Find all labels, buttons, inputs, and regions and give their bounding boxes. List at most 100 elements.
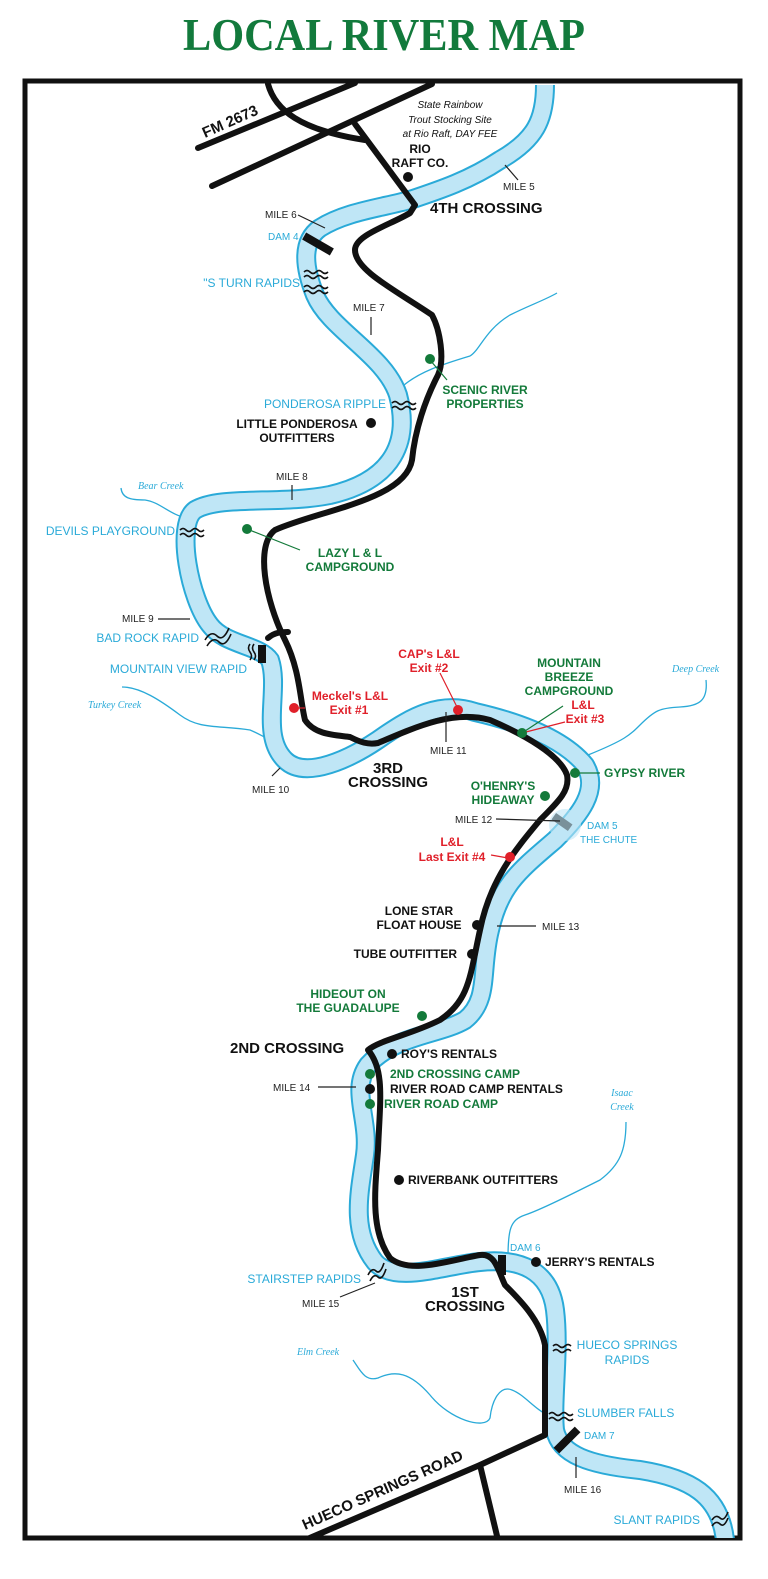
- 2nd-crossing-camp-marker[interactable]: [365, 1069, 375, 1079]
- river-road-camp-marker[interactable]: [365, 1099, 375, 1109]
- business-labels: RIO RAFT CO. SCENIC RIVER PROPERTIES LIT…: [236, 142, 685, 1269]
- mountain-view-rapid-icon: [247, 643, 257, 661]
- tube-outfitter-marker[interactable]: [467, 949, 477, 959]
- river-road-camp-label: RIVER ROAD CAMP: [384, 1097, 498, 1111]
- mile-12: MILE 12: [455, 815, 493, 826]
- scenic-river-label-2: PROPERTIES: [446, 397, 523, 411]
- mountain-breeze-marker[interactable]: [517, 728, 527, 738]
- turkey-creek-label: Turkey Creek: [88, 700, 142, 711]
- mile-8: MILE 8: [276, 472, 308, 483]
- 3rd-crossing-label-2: CROSSING: [348, 774, 428, 791]
- riverbank-outfitters-marker[interactable]: [394, 1175, 404, 1185]
- mountain-breeze-label-3: CAMPGROUND: [525, 684, 614, 698]
- hueco-springs-rapids-label-2: RAPIDS: [605, 1353, 650, 1367]
- map-title: LOCAL RIVER MAP: [182, 9, 586, 60]
- 1st-crossing-label-2: CROSSING: [425, 1298, 505, 1315]
- ponderosa-ripple-label: PONDEROSA RIPPLE: [264, 397, 386, 411]
- road-spur: [265, 629, 291, 641]
- mile-7: MILE 7: [353, 303, 385, 314]
- dam-7-label: DAM 7: [584, 1431, 615, 1442]
- isaac-creek-label-1: Isaac: [610, 1088, 633, 1099]
- mountain-view-rapid-label: MOUNTAIN VIEW RAPID: [110, 662, 247, 676]
- scenic-river-marker[interactable]: [425, 354, 435, 364]
- lazy-ll-label-1: LAZY L & L: [318, 546, 382, 560]
- tube-outfitter-label: TUBE OUTFITTER: [354, 947, 458, 961]
- mile-11: MILE 11: [430, 746, 467, 757]
- ohenry-label-1: O'HENRY'S: [471, 779, 536, 793]
- roys-rentals-marker[interactable]: [387, 1049, 397, 1059]
- little-ponderosa-label-1: LITTLE PONDEROSA: [236, 417, 358, 431]
- exit-3-label-1: L&L: [571, 698, 594, 712]
- dam-4-icon: [302, 232, 334, 256]
- slumber-falls-icon: [548, 1411, 574, 1422]
- s-turn-rapids-icon: [303, 269, 329, 295]
- dam-4-label: DAM 4: [268, 232, 299, 243]
- isaac-creek: [507, 1121, 627, 1259]
- river-road-camp-rentals-marker[interactable]: [365, 1084, 375, 1094]
- access-curve: [265, 81, 368, 143]
- exit-1-marker[interactable]: [289, 703, 299, 713]
- rio-raft-marker[interactable]: [403, 172, 413, 182]
- devils-playground-label: DEVILS PLAYGROUND: [46, 524, 175, 538]
- gypsy-river-label: GYPSY RIVER: [604, 766, 685, 780]
- deep-creek-label: Deep Creek: [671, 664, 720, 675]
- dam-5-label-1: DAM 5: [587, 821, 618, 832]
- exit-4-label-2: Last Exit #4: [419, 850, 486, 864]
- dam-6-icon: [498, 1255, 506, 1275]
- gypsy-river-marker[interactable]: [570, 768, 580, 778]
- 2nd-crossing-camp-label: 2ND CROSSING CAMP: [390, 1067, 520, 1081]
- mountain-breeze-label-1: MOUNTAIN: [537, 656, 601, 670]
- main-road: [261, 121, 571, 1538]
- devils-playground-icon: [179, 527, 205, 538]
- mile-10: MILE 10: [252, 785, 290, 796]
- business-leaders: [246, 359, 600, 859]
- stairstep-rapids-icon: [367, 1262, 387, 1282]
- 1st-crossing-label-1: 1ST: [451, 1284, 479, 1301]
- mile-15: MILE 15: [302, 1299, 340, 1310]
- bear-creek: [120, 487, 188, 519]
- map-frame: [22, 78, 743, 1541]
- lone-star-marker[interactable]: [472, 920, 482, 930]
- mile-6: MILE 6: [265, 210, 297, 221]
- dam-5-chute-pool: [549, 809, 581, 841]
- mile-markers: MILE 5 MILE 6 MILE 7 MILE 8 MILE 9 MILE …: [122, 182, 602, 1496]
- ohenry-label-2: HIDEAWAY: [472, 793, 535, 807]
- exit-2-marker[interactable]: [453, 705, 463, 715]
- mile-9: MILE 9: [122, 614, 154, 625]
- dam-7-icon: [553, 1426, 581, 1454]
- roys-rentals-label: ROY'S RENTALS: [401, 1047, 497, 1061]
- mile-16: MILE 16: [564, 1485, 602, 1496]
- dam-6-label: DAM 6: [510, 1243, 541, 1254]
- slant-rapids-label: SLANT RAPIDS: [614, 1513, 700, 1527]
- hideout-label-2: THE GUADALUPE: [296, 1001, 399, 1015]
- exit-2-label-2: Exit #2: [410, 661, 449, 675]
- slant-rapids-icon: [711, 1511, 729, 1527]
- mountain-breeze-label-2: BREEZE: [545, 670, 594, 684]
- elm-creek-label: Elm Creek: [296, 1347, 340, 1358]
- exit-4-marker[interactable]: [505, 852, 515, 862]
- lazy-ll-label-2: CAMPGROUND: [306, 560, 395, 574]
- mile-14: MILE 14: [273, 1083, 311, 1094]
- rapids-labels: "S TURN RAPIDS PONDEROSA RIPPLE DEVILS P…: [46, 276, 700, 1527]
- ohenry-marker[interactable]: [540, 791, 550, 801]
- lone-star-label-1: LONE STAR: [385, 904, 454, 918]
- hueco-springs-rapids-label-1: HUECO SPRINGS: [577, 1338, 678, 1352]
- svg-text:Trout Stocking Site: Trout Stocking Site: [408, 115, 492, 126]
- rio-raft-label-2: RAFT CO.: [392, 156, 449, 170]
- river-road-camp-rentals-label: RIVER ROAD CAMP RENTALS: [390, 1082, 563, 1096]
- bear-creek-label: Bear Creek: [138, 481, 184, 492]
- 3rd-crossing-label-1: 3RD: [373, 760, 403, 777]
- elm-creek: [352, 1359, 551, 1424]
- fm-2673-road-2: [209, 81, 435, 189]
- little-ponderosa-marker[interactable]: [366, 418, 376, 428]
- lazy-ll-marker[interactable]: [242, 524, 252, 534]
- mile-5: MILE 5: [503, 182, 535, 193]
- lone-star-label-2: FLOAT HOUSE: [376, 918, 461, 932]
- bad-rock-rapid-label: BAD ROCK RAPID: [96, 631, 199, 645]
- hideout-marker[interactable]: [417, 1011, 427, 1021]
- 2nd-crossing-label: 2ND CROSSING: [230, 1040, 344, 1057]
- slumber-falls-label: SLUMBER FALLS: [577, 1406, 674, 1420]
- s-turn-rapids-label: "S TURN RAPIDS: [203, 276, 300, 290]
- dam-5-label-2: THE CHUTE: [580, 835, 638, 846]
- jerrys-rentals-marker[interactable]: [531, 1257, 541, 1267]
